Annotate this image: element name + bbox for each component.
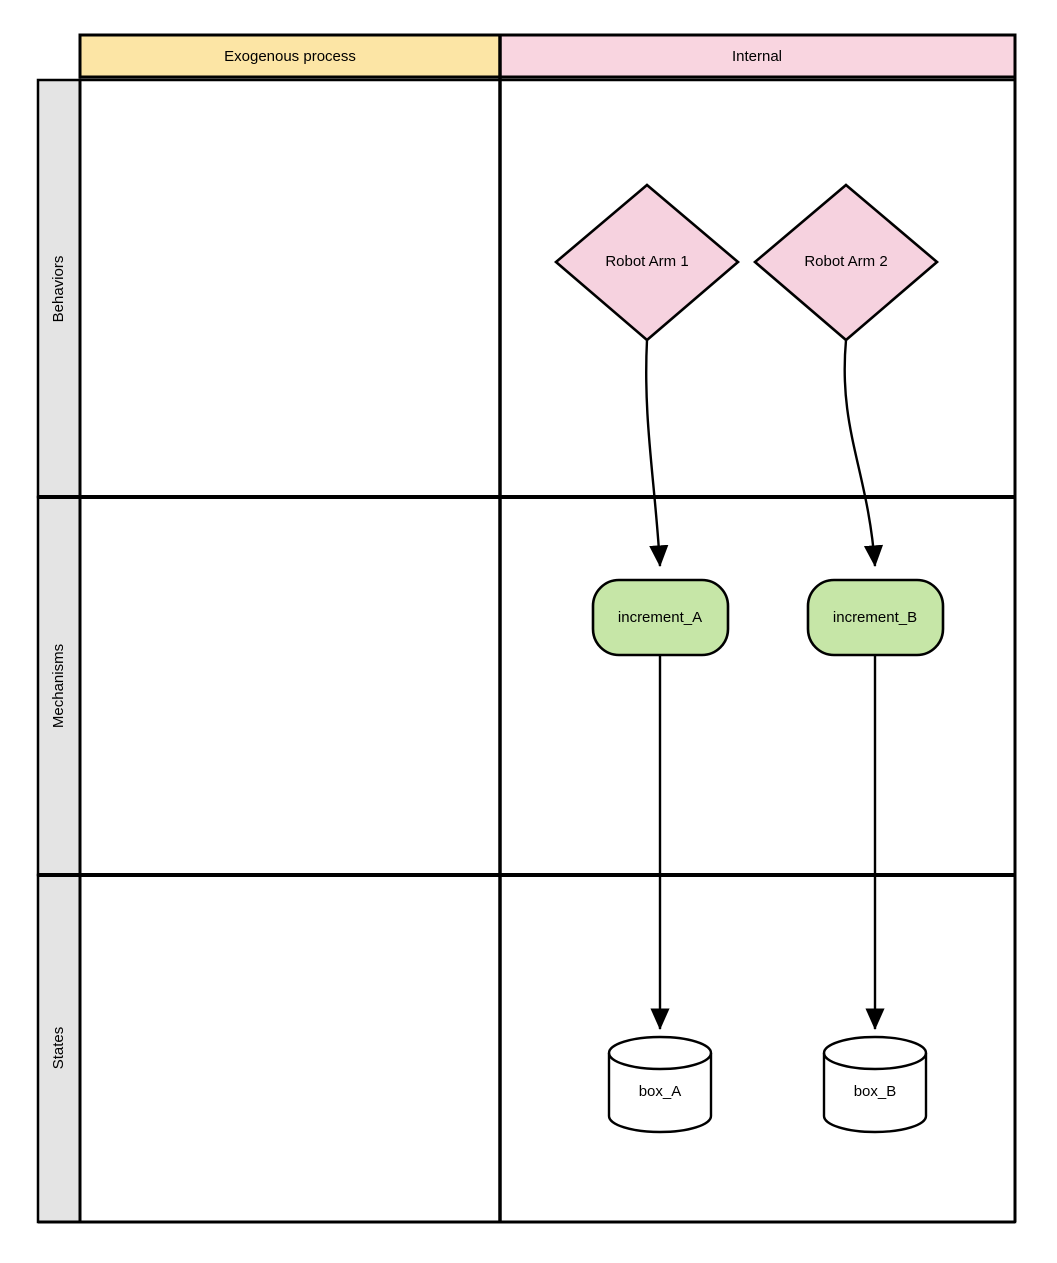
cylinder-shape[interactable]	[822, 1035, 928, 1134]
cell-internal-behaviors[interactable]	[498, 78, 1017, 499]
cell-exogenous-states[interactable]	[78, 873, 502, 1224]
edge-robot-arm-1-to-increment-a[interactable]	[645, 339, 669, 567]
rounded-rectangle-shape[interactable]	[806, 578, 945, 657]
diamond-shape[interactable]	[553, 183, 741, 342]
node-increment-b[interactable]: increment_B	[806, 578, 945, 657]
edge-robot-arm-2-to-increment-b[interactable]	[843, 339, 884, 567]
row-headers: Behaviors Mechanisms States	[36, 78, 82, 1224]
cell-internal-states[interactable]	[498, 873, 1017, 1224]
node-box-a-label: box_A	[639, 1083, 682, 1100]
node-box-a[interactable]: box_A	[607, 1035, 713, 1134]
cell-internal-mechanisms[interactable]	[498, 495, 1017, 877]
node-increment-a-label: increment_A	[618, 609, 702, 626]
cylinder-top-ellipse	[607, 1052, 713, 1071]
column-headers: Exogenous process Internal	[78, 33, 1017, 79]
column-header-exogenous-cell[interactable]	[78, 33, 502, 79]
row-header-states-label: States	[50, 1027, 67, 1070]
diamond-shape[interactable]	[752, 183, 940, 342]
nodes-layer: Robot Arm 1 Robot Arm 2 increment_A incr…	[553, 183, 945, 1134]
node-robot-arm-1[interactable]: Robot Arm 1	[553, 183, 741, 342]
node-box-b[interactable]: box_B	[822, 1035, 928, 1134]
cylinder-shape[interactable]	[607, 1035, 713, 1134]
cylinder-top-ellipse	[822, 1052, 928, 1071]
row-header-mechanisms-label: Mechanisms	[50, 644, 67, 728]
cell-exogenous-behaviors[interactable]	[78, 78, 502, 499]
column-header-internal-label: Internal	[732, 48, 782, 65]
node-box-b-label: box_B	[854, 1083, 897, 1100]
node-robot-arm-1-label: Robot Arm 1	[605, 253, 688, 270]
row-header-behaviors-label: Behaviors	[50, 256, 67, 323]
swimlane-grid	[38, 35, 1017, 1224]
node-increment-b-label: increment_B	[833, 609, 917, 626]
node-robot-arm-2[interactable]: Robot Arm 2	[752, 183, 940, 342]
node-robot-arm-2-label: Robot Arm 2	[804, 253, 887, 270]
column-header-exogenous-label: Exogenous process	[224, 48, 356, 65]
cell-exogenous-mechanisms[interactable]	[78, 495, 502, 877]
edges-layer	[645, 339, 885, 1030]
rounded-rectangle-shape[interactable]	[591, 578, 730, 657]
node-increment-a[interactable]: increment_A	[591, 578, 730, 657]
column-header-internal-cell[interactable]	[498, 33, 1017, 79]
